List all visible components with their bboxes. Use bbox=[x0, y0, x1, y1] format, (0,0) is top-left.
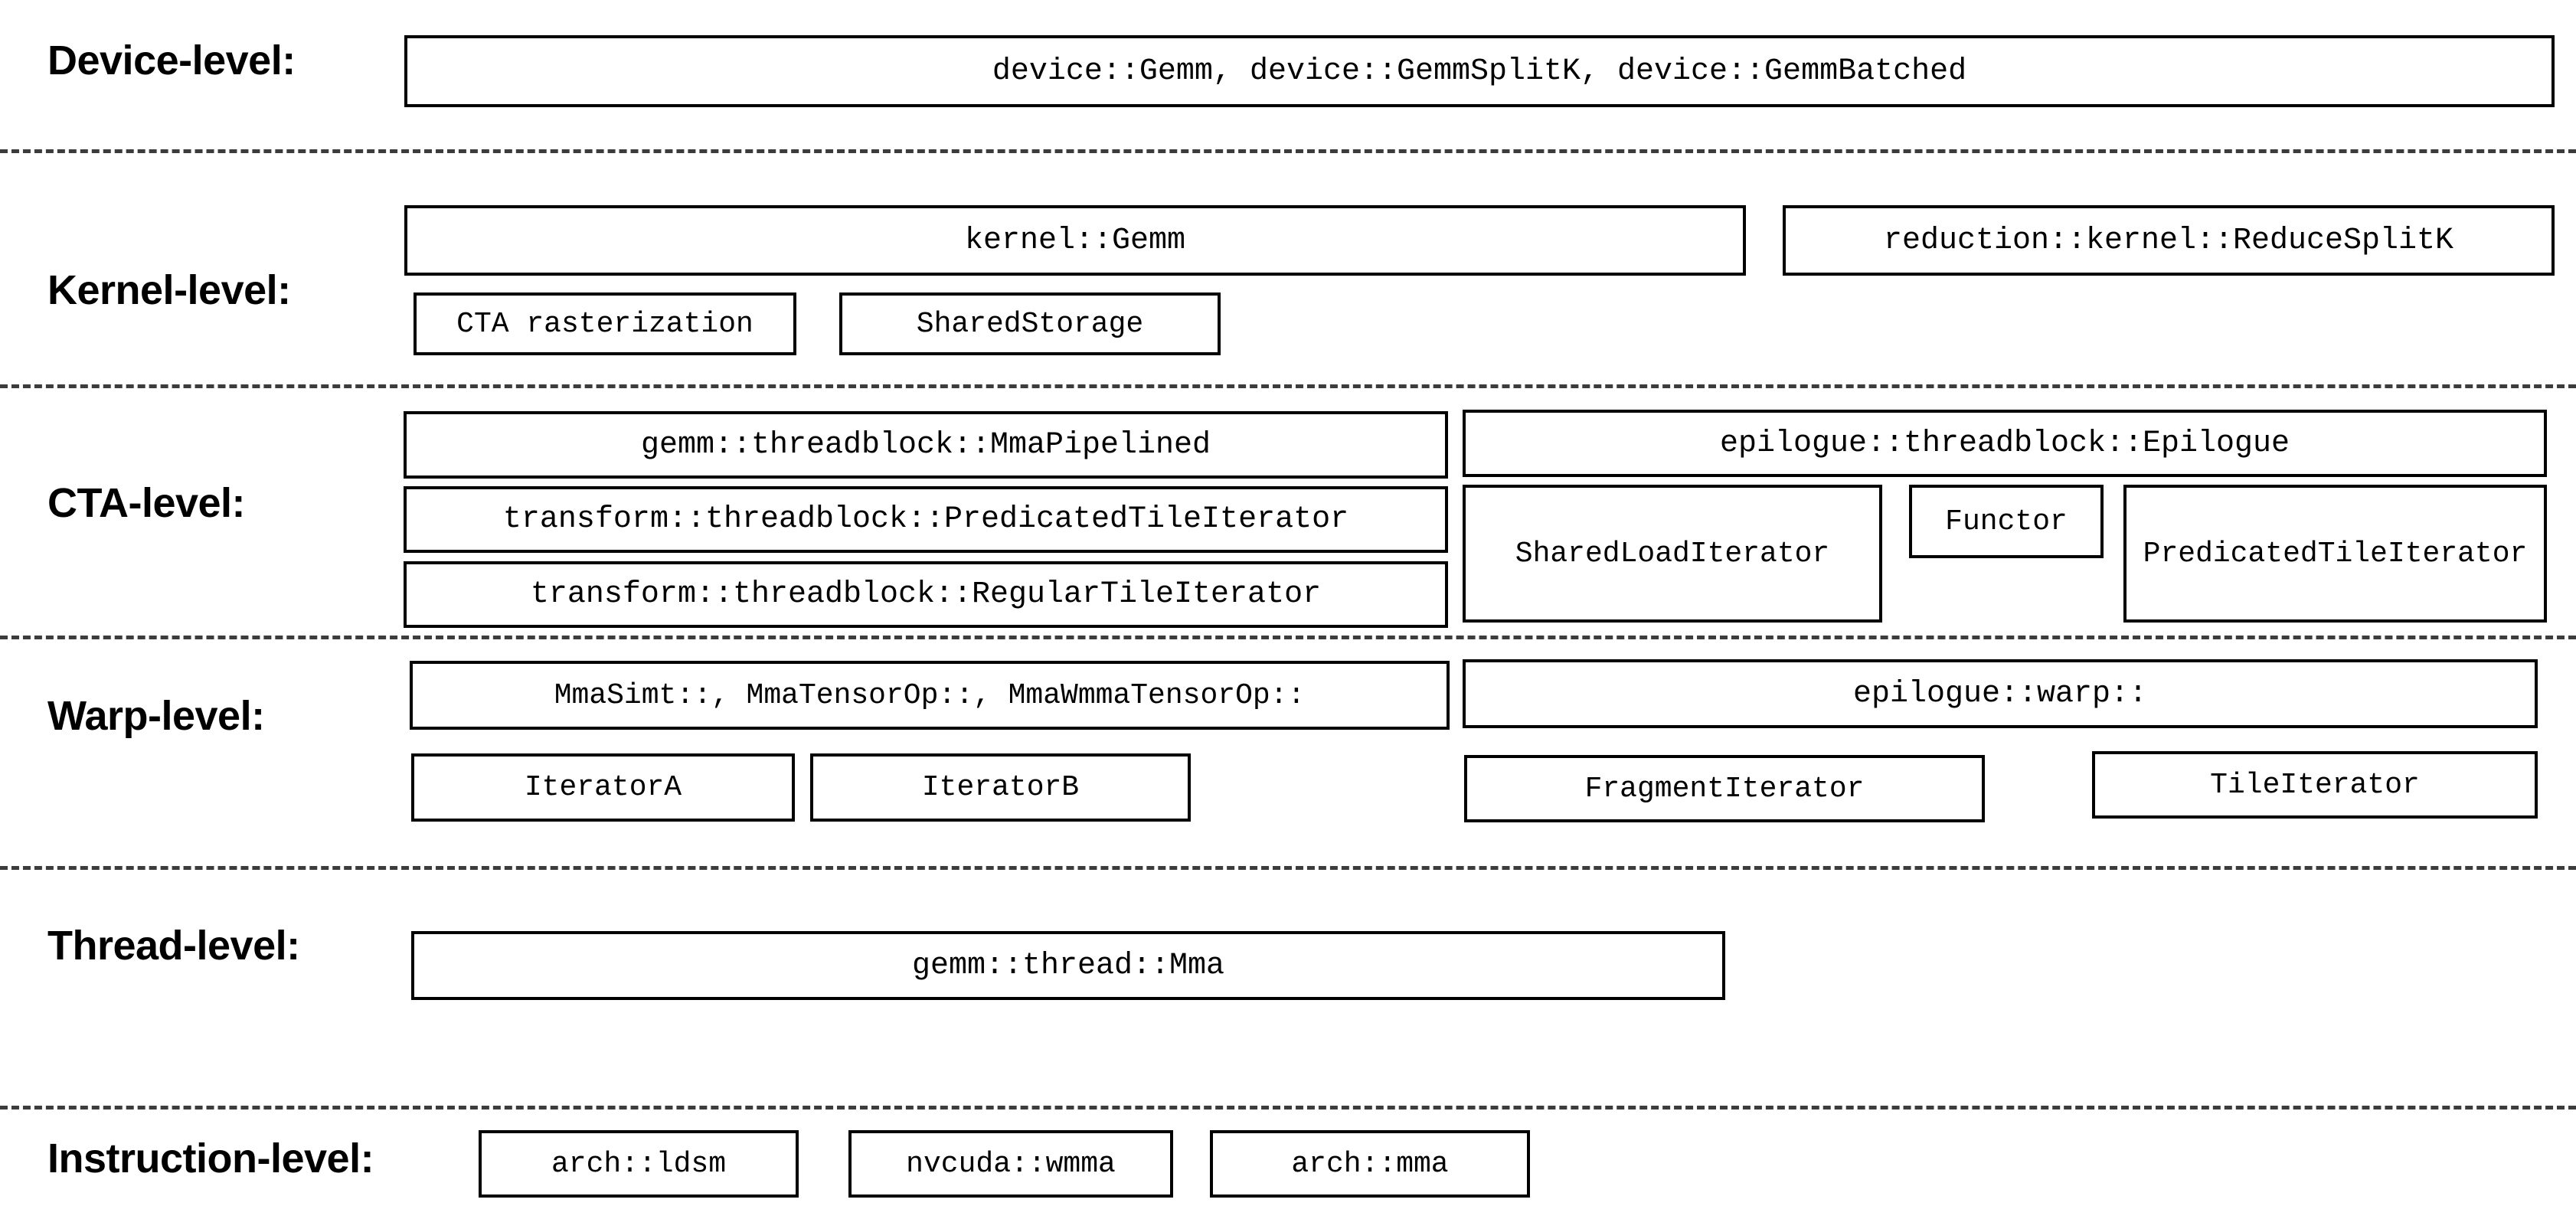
box-warp-fragment-iterator[interactable]: FragmentIterator bbox=[1464, 755, 1985, 822]
box-epilogue-warp[interactable]: epilogue::warp:: bbox=[1463, 659, 2538, 728]
box-warp-iterator-a[interactable]: IteratorA bbox=[411, 753, 795, 822]
box-transform-threadblock-predicatedtileiterator[interactable]: transform::threadblock::PredicatedTileIt… bbox=[404, 486, 1448, 553]
level-label-cta: CTA-level: bbox=[47, 480, 246, 526]
box-shared-storage[interactable]: SharedStorage bbox=[839, 292, 1221, 355]
box-gemm-thread-mma[interactable]: gemm::thread::Mma bbox=[411, 931, 1725, 1000]
separator-device-kernel bbox=[0, 149, 2576, 153]
box-nvcuda-wmma[interactable]: nvcuda::wmma bbox=[848, 1130, 1173, 1198]
box-arch-ldsm[interactable]: arch::ldsm bbox=[479, 1130, 799, 1198]
separator-cta-warp bbox=[0, 636, 2576, 639]
box-arch-mma[interactable]: arch::mma bbox=[1210, 1130, 1530, 1198]
level-label-instruction: Instruction-level: bbox=[47, 1136, 374, 1181]
box-kernel-gemm[interactable]: kernel::Gemm bbox=[404, 205, 1746, 276]
box-warp-mma-ops[interactable]: MmaSimt::, MmaTensorOp::, MmaWmmaTensorO… bbox=[410, 661, 1450, 730]
box-device-gemm[interactable]: device::Gemm, device::GemmSplitK, device… bbox=[404, 35, 2555, 107]
box-transform-threadblock-regulartileiterator[interactable]: transform::threadblock::RegularTileItera… bbox=[404, 561, 1448, 628]
box-warp-tile-iterator[interactable]: TileIterator bbox=[2092, 751, 2538, 819]
box-cta-rasterization[interactable]: CTA rasterization bbox=[414, 292, 796, 355]
box-shared-load-iterator[interactable]: SharedLoadIterator bbox=[1463, 485, 1882, 623]
level-label-kernel: Kernel-level: bbox=[47, 267, 291, 313]
separator-warp-thread bbox=[0, 866, 2576, 870]
box-epilogue-predicatedtileiterator[interactable]: PredicatedTileIterator bbox=[2123, 485, 2547, 623]
box-warp-iterator-b[interactable]: IteratorB bbox=[810, 753, 1191, 822]
box-reduction-kernel-reducesplitk[interactable]: reduction::kernel::ReduceSplitK bbox=[1783, 205, 2555, 276]
box-gemm-threadblock-mmapipelined[interactable]: gemm::threadblock::MmaPipelined bbox=[404, 411, 1448, 479]
separator-thread-instruction bbox=[0, 1106, 2576, 1110]
separator-kernel-cta bbox=[0, 384, 2576, 388]
box-functor[interactable]: Functor bbox=[1909, 485, 2104, 558]
level-label-warp: Warp-level: bbox=[47, 693, 265, 739]
box-epilogue-threadblock-epilogue[interactable]: epilogue::threadblock::Epilogue bbox=[1463, 410, 2547, 477]
level-label-thread: Thread-level: bbox=[47, 923, 300, 969]
level-label-device: Device-level: bbox=[47, 38, 296, 83]
